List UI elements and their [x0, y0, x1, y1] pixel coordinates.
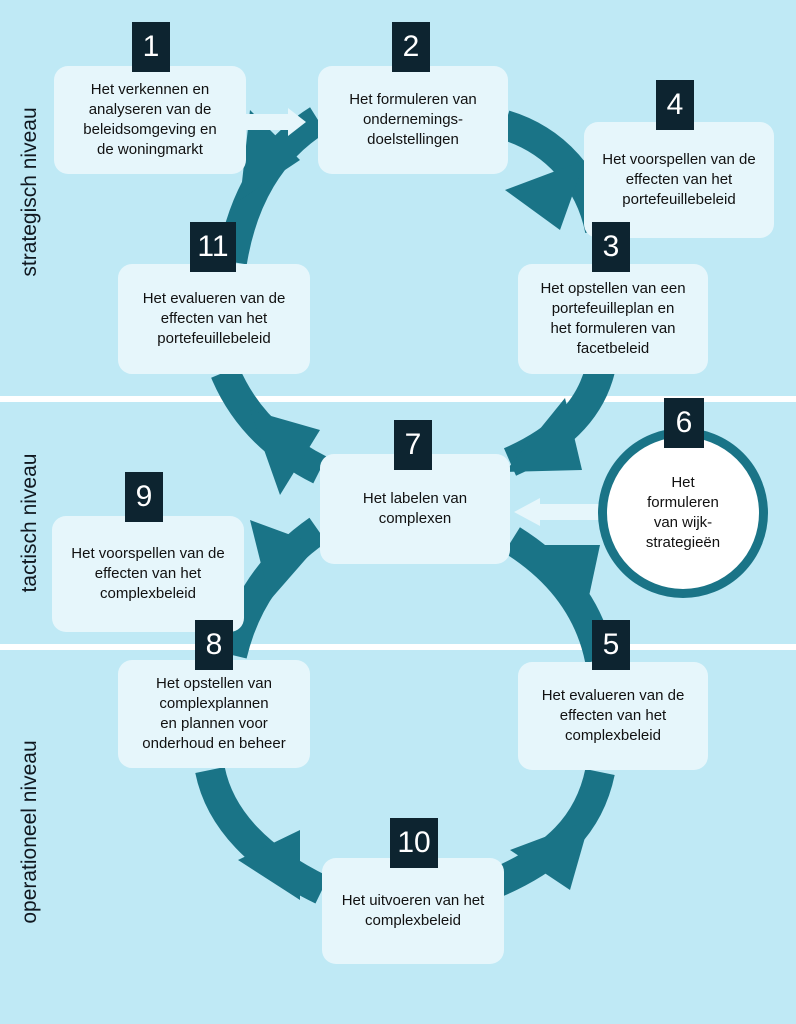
arrowhead-to-7-left	[250, 410, 320, 495]
step-7-number: 7	[394, 420, 432, 470]
step-6-circle: Het formuleren van wijk- strategieën	[598, 428, 768, 598]
arrowhead-to-7-right	[505, 398, 582, 472]
step-1-number: 1	[132, 22, 170, 72]
step-11-box: Het evalueren van de effecten van het po…	[118, 264, 310, 374]
arrowhead-to-8	[238, 830, 300, 900]
step-2-number: 2	[392, 22, 430, 72]
step-3-box: Het opstellen van een portefeuilleplan e…	[518, 264, 708, 374]
step-5-box: Het evalueren van de effecten van het co…	[518, 662, 708, 770]
arrow-1-to-2	[244, 108, 306, 136]
step-6-number: 6	[664, 398, 704, 448]
step-4-box: Het voorspellen van de effecten van het …	[584, 122, 774, 238]
step-9-box: Het voorspellen van de effecten van het …	[52, 516, 244, 632]
arrow-6-to-7	[514, 498, 620, 526]
step-11-number: 11	[190, 222, 236, 272]
step-8-box: Het opstellen van complexplannen en plan…	[118, 660, 310, 768]
lower-loop-arc-bottom-left	[195, 766, 329, 904]
step-10-number: 10	[390, 818, 438, 868]
step-5-number: 5	[592, 620, 630, 670]
step-1-box: Het verkennen en analyseren van de belei…	[54, 66, 246, 174]
arrowhead-to-11	[240, 110, 300, 200]
arrowhead-to-3	[505, 160, 585, 230]
arrowhead-to-5	[525, 545, 600, 615]
step-8-number: 8	[195, 620, 233, 670]
step-3-number: 3	[592, 222, 630, 272]
step-2-box: Het formuleren van ondernemings- doelste…	[318, 66, 508, 174]
step-10-box: Het uitvoeren van het complexbeleid	[322, 858, 504, 964]
step-7-box: Het labelen van complexen	[320, 454, 510, 564]
arrowhead-to-9	[250, 520, 318, 600]
arrowhead-to-10	[510, 820, 590, 890]
step-9-number: 9	[125, 472, 163, 522]
step-4-number: 4	[656, 80, 694, 130]
